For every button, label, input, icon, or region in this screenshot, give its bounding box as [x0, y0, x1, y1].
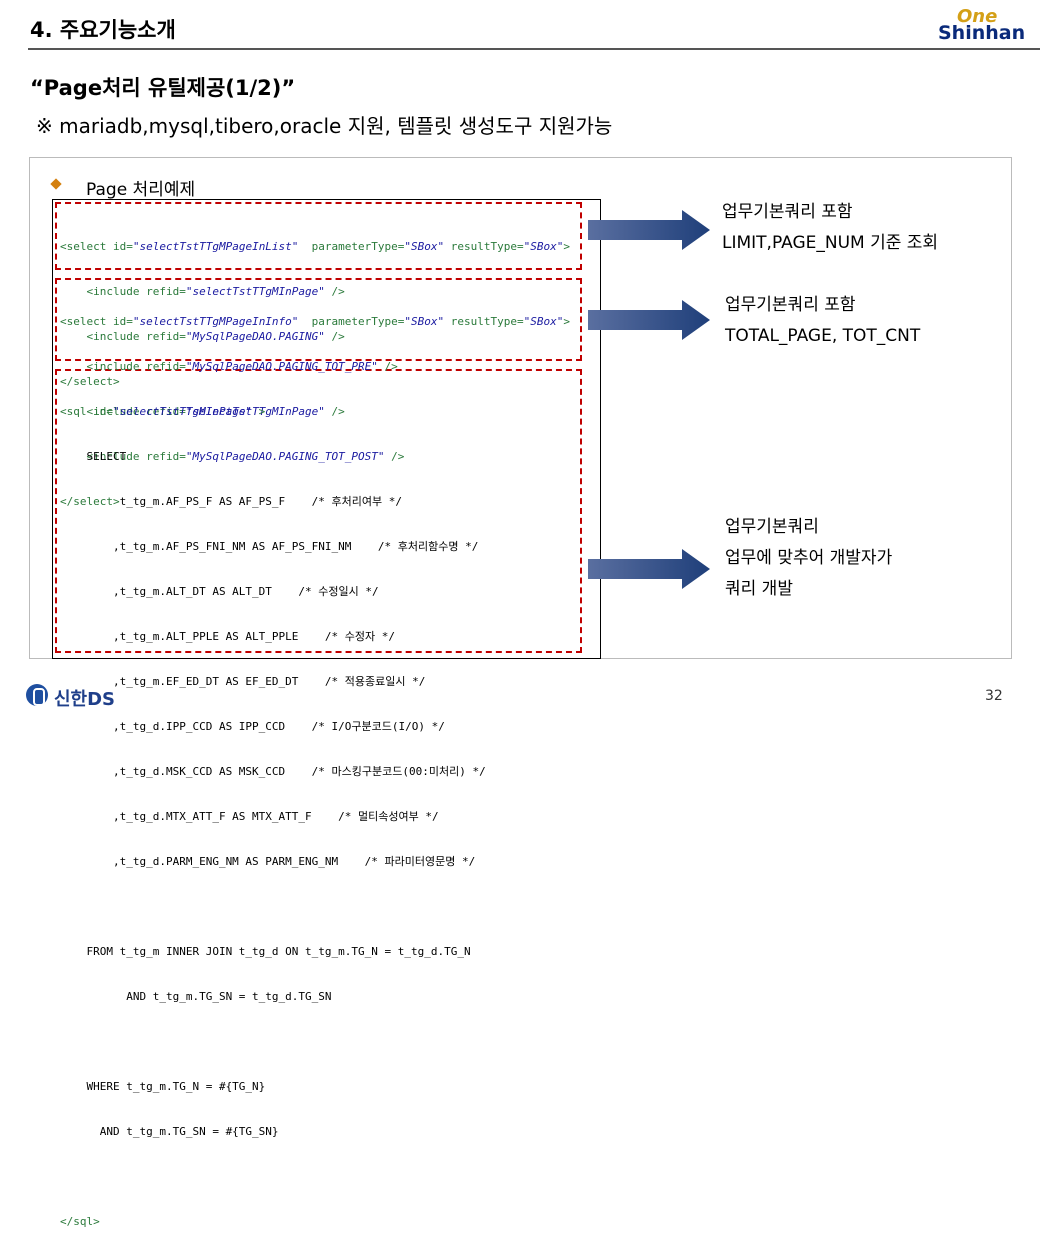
code-line: ,t_tg_m.ALT_PPLE AS ALT_PPLE /* 수정자 */ [60, 630, 395, 643]
bullet-label: Page 처리예제 [86, 180, 196, 200]
description-line: 업무기본쿼리 [725, 517, 819, 537]
highlight-frame-2 [55, 278, 582, 361]
description-line: 업무에 맞추어 개발자가 [725, 548, 893, 568]
description-sql-query: 업무기본쿼리 업무에 맞추어 개발자가 쿼리 개발 [725, 512, 892, 605]
code-line: <include refid="MySqlPageDAO.PAGING_TOT_… [60, 360, 398, 373]
code-line: <include refid="MySqlPageDAO.PAGING_TOT_… [60, 450, 405, 463]
code-block-sql: <sql id="selectTstTTgMInPage" > SELECT t… [60, 374, 486, 1244]
footer-company-name: 신한DS [54, 689, 116, 710]
header-divider [28, 48, 1040, 50]
description-line: 쿼리 개발 [725, 579, 793, 599]
shinhan-logo-icon [26, 684, 48, 706]
code-line: SELECT [60, 450, 127, 463]
code-line: <include refid="MySqlPageDAO.PAGING" /> [60, 330, 345, 343]
logo-shinhan-text: Shinhan [938, 22, 1026, 44]
code-line: <select id="selectTstTTgMPageInList" par… [60, 240, 571, 253]
code-line: ,t_tg_d.MSK_CCD AS MSK_CCD /* 마스킹구분코드(00… [60, 765, 486, 778]
code-line: FROM t_tg_m INNER JOIN t_tg_d ON t_tg_m.… [60, 945, 471, 958]
code-line: ,t_tg_m.AF_PS_FNI_NM AS AF_PS_FNI_NM /* … [60, 540, 479, 553]
page-number: 32 [985, 688, 1003, 704]
code-line: t_tg_m.AF_PS_F AS AF_PS_F /* 후처리여부 */ [60, 495, 402, 508]
code-line: <include refid="selectTstTTgMInPage" /> [60, 285, 345, 298]
code-line: <sql id="selectTstTTgMInPage" > [60, 405, 266, 418]
code-line: ,t_tg_d.IPP_CCD AS IPP_CCD /* I/O구분코드(I/… [60, 720, 445, 733]
code-line: </select> [60, 375, 120, 388]
code-line: ,t_tg_d.MTX_ATT_F AS MTX_ATT_F /* 멀티속성여부… [60, 810, 439, 823]
support-note: ※ mariadb,mysql,tibero,oracle 지원, 템플릿 생성… [36, 114, 613, 138]
code-line: WHERE t_tg_m.TG_N = #{TG_N} [60, 1080, 266, 1093]
page-header-title: 4. 주요기능소개 [30, 18, 176, 42]
code-line: ,t_tg_m.EF_ED_DT AS EF_ED_DT /* 적용종료일시 *… [60, 675, 426, 688]
code-box [52, 199, 601, 659]
code-line [60, 899, 486, 914]
code-line: </sql> [60, 1215, 100, 1228]
highlight-frame-3 [55, 369, 582, 653]
arrow-right-icon [588, 300, 710, 340]
description-info-query: 업무기본쿼리 포함 TOTAL_PAGE, TOT_CNT [725, 290, 920, 352]
code-line: ,t_tg_d.PARM_ENG_NM AS PARM_ENG_NM /* 파라… [60, 855, 476, 868]
code-block-info-query: <select id="selectTstTTgMPageInInfo" par… [60, 284, 570, 524]
description-list-query: 업무기본쿼리 포함 LIMIT,PAGE_NUM 기준 조회 [722, 197, 938, 259]
code-line: AND t_tg_m.TG_SN = #{TG_SN} [60, 1125, 279, 1138]
arrow-right-icon [588, 210, 710, 250]
code-line [60, 1169, 486, 1184]
section-subtitle: “Page처리 유틸제공(1/2)” [30, 76, 296, 100]
code-line: AND t_tg_m.TG_SN = t_tg_d.TG_SN [60, 990, 332, 1003]
code-line [60, 1034, 486, 1049]
arrow-right-icon [588, 549, 710, 589]
description-line: LIMIT,PAGE_NUM 기준 조회 [722, 233, 939, 253]
code-line: <select id="selectTstTTgMPageInInfo" par… [60, 315, 571, 328]
description-line: 업무기본쿼리 포함 [722, 202, 853, 222]
code-line: <include refid="selectTstTTgMInPage" /> [60, 405, 345, 418]
logo-one-text: One [957, 6, 998, 27]
description-line: TOTAL_PAGE, TOT_CNT [725, 326, 921, 346]
description-line: 업무기본쿼리 포함 [725, 295, 856, 315]
code-block-list-query: <select id="selectTstTTgMPageInList" par… [60, 209, 570, 404]
code-line: ,t_tg_m.ALT_DT AS ALT_DT /* 수정일시 */ [60, 585, 379, 598]
code-line: </select> [60, 495, 120, 508]
highlight-frame-1 [55, 202, 582, 270]
